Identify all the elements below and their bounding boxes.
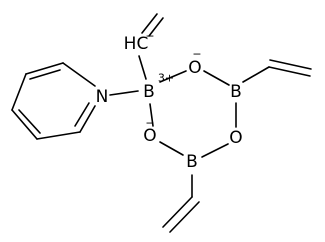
bond-hc-ch2-inner xyxy=(148,17,164,37)
charge-o1: − xyxy=(192,48,201,61)
bond-b3-o3 xyxy=(159,141,184,156)
bond-c-ch2-b2-inner xyxy=(269,59,312,70)
atom-b2: B xyxy=(230,82,242,102)
bond-b1-hc xyxy=(138,55,147,80)
bond-o1-b2 xyxy=(203,70,230,86)
bond-c3-c4 xyxy=(11,73,27,111)
bond-c-ch2-b3-inner xyxy=(169,201,200,233)
atom-b3: B xyxy=(186,152,198,172)
atom-o2: O xyxy=(229,128,242,148)
bond-c-ch2-b2 xyxy=(268,66,311,77)
bond-b1-o1 xyxy=(159,70,187,83)
vinyl-b3 xyxy=(162,174,200,233)
vinyl-b2 xyxy=(242,59,312,83)
atom-n1: N xyxy=(96,87,109,107)
bond-c4-c5 xyxy=(11,109,38,140)
bond-n1-b1 xyxy=(109,90,139,96)
bond-c5-c6 xyxy=(36,131,81,140)
atom-o1: O xyxy=(188,58,201,78)
bond-c2-c3-inner xyxy=(29,69,61,80)
bond-c-ch2-b3 xyxy=(162,196,193,228)
bond-c4-c5-inner xyxy=(18,109,41,134)
charge-o3: − xyxy=(145,117,154,130)
bond-hc-ch2 xyxy=(141,13,158,34)
bond-c6-n1 xyxy=(79,105,96,133)
vinyl-b1 xyxy=(138,13,164,80)
bond-n1-c2 xyxy=(62,62,96,87)
bond-o3-b1 xyxy=(149,103,154,127)
atom-hc: HC xyxy=(124,34,149,54)
bond-b2-c xyxy=(242,66,270,83)
boroxine-ring xyxy=(149,70,237,158)
pyridine-ring xyxy=(11,62,96,140)
atom-o3: O xyxy=(143,126,156,146)
charge-hc: − xyxy=(145,30,154,43)
bond-c2-c3 xyxy=(25,62,64,75)
charge-b1: 3+ xyxy=(158,72,174,85)
atom-b1: B xyxy=(143,82,155,102)
bond-o2-b3 xyxy=(201,143,229,158)
bond-c6-n1-inner xyxy=(74,102,90,127)
